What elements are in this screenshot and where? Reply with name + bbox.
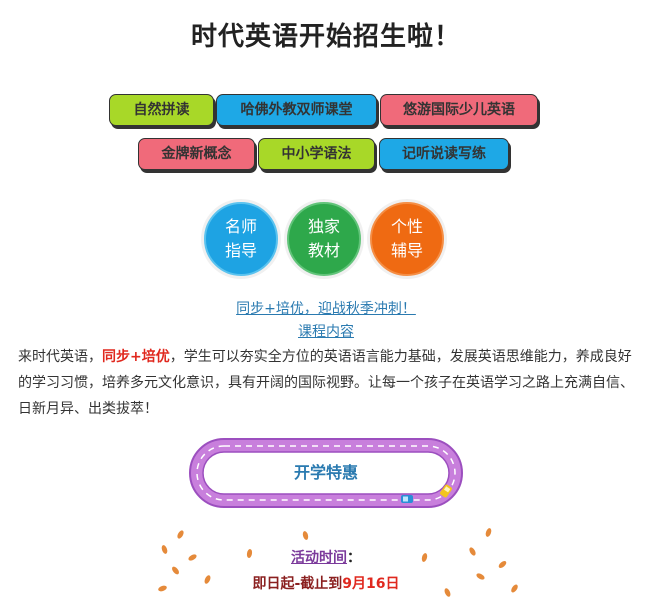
activity-time-heading: 活动时间： bbox=[0, 547, 652, 567]
intro-suffix: ，学生可以夯实全方位的英语语言能力基础，发展英语思维能力，养成良好的学习习惯，培… bbox=[18, 349, 634, 417]
leaf-decoration bbox=[301, 530, 310, 541]
feature-line: 辅导 bbox=[390, 241, 423, 260]
tag-new-concept[interactable]: 金牌新概念 bbox=[138, 138, 255, 170]
intro-highlight: 同步+培优 bbox=[102, 349, 170, 365]
race-track-graphic bbox=[189, 438, 463, 508]
activity-prefix: 即日起-截止到 bbox=[252, 576, 343, 592]
feature-circle-materials: 独家 教材 bbox=[287, 202, 361, 276]
intro-prefix: 来时代英语， bbox=[18, 349, 102, 365]
activity-end-date: 9月16日 bbox=[342, 576, 400, 592]
tag-grammar[interactable]: 中小学语法 bbox=[258, 138, 375, 170]
slogan-link[interactable]: 同步+培优，迎战秋季冲刺！ bbox=[236, 301, 416, 317]
leaf-decoration bbox=[176, 529, 185, 540]
feature-line: 教材 bbox=[307, 241, 340, 260]
feature-line: 独家 bbox=[307, 217, 340, 236]
feature-circle-teachers: 名师 指导 bbox=[204, 202, 278, 276]
back-to-school-offer-button[interactable]: 开学特惠 bbox=[188, 437, 464, 509]
car-icon bbox=[440, 484, 452, 498]
tag-phonics[interactable]: 自然拼读 bbox=[109, 94, 214, 126]
car-icon bbox=[401, 495, 413, 503]
activity-time-label: 活动时间 bbox=[291, 550, 347, 566]
course-content-link[interactable]: 课程内容 bbox=[298, 324, 354, 340]
tag-harvard-dual-teacher[interactable]: 哈佛外教双师课堂 bbox=[216, 94, 377, 126]
feature-circle-personal: 个性 辅导 bbox=[370, 202, 444, 276]
feature-line: 个性 bbox=[390, 217, 423, 236]
tag-listening-speaking[interactable]: 记听说读写练 bbox=[379, 138, 509, 170]
leaf-decoration bbox=[484, 527, 493, 538]
feature-line: 名师 bbox=[224, 217, 257, 236]
activity-colon: ： bbox=[347, 550, 361, 566]
page-title: 时代英语开始招生啦！ bbox=[190, 22, 461, 52]
tag-youyou-kids-english[interactable]: 悠游国际少儿英语 bbox=[380, 94, 538, 126]
feature-line: 指导 bbox=[224, 241, 257, 260]
offer-button-label: 开学特惠 bbox=[293, 463, 358, 482]
intro-paragraph: 来时代英语，同步+培优，学生可以夯实全方位的英语语言能力基础，发展英语思维能力，… bbox=[18, 344, 634, 422]
activity-period: 即日起-截止到9月16日 bbox=[0, 573, 652, 593]
